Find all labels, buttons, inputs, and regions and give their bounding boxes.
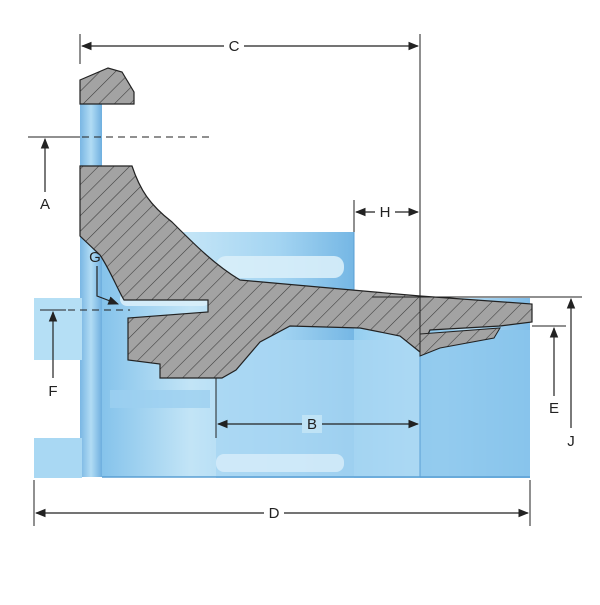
label-a: A (40, 196, 50, 213)
label-d: D (269, 505, 280, 522)
extension-lines (28, 34, 582, 526)
translucent-part-body (34, 92, 530, 478)
label-f: F (48, 383, 57, 400)
label-j: J (567, 433, 575, 450)
label-c: C (229, 38, 240, 55)
label-g: G (89, 249, 101, 266)
label-e: E (549, 400, 559, 417)
cross-section-hatched (79, 67, 533, 379)
dimension-labels: C D B H A F E J G (40, 37, 575, 522)
label-h: H (380, 204, 391, 221)
label-b: B (307, 416, 317, 433)
dim-g-leader (96, 266, 120, 305)
